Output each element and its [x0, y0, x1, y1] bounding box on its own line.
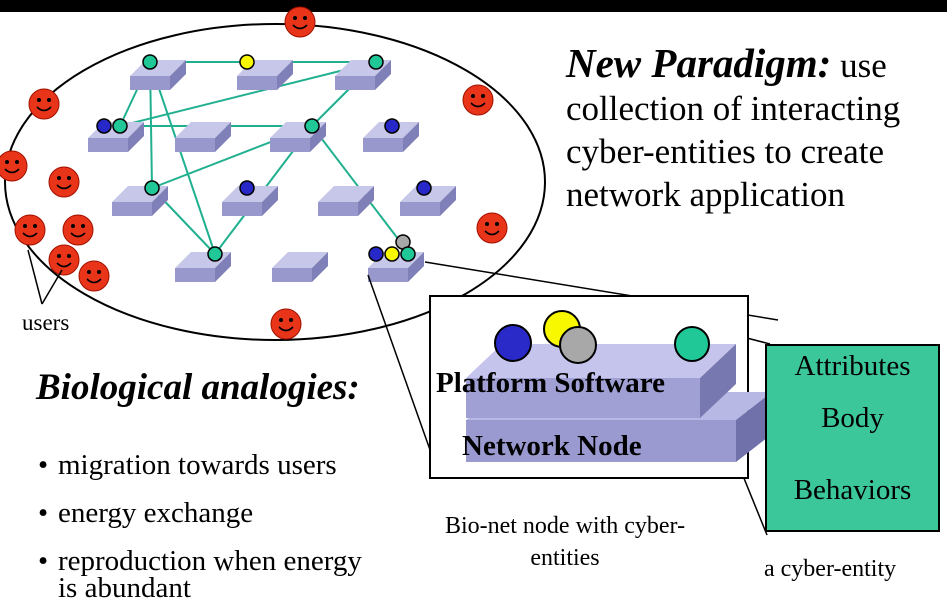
platform-software-label: Platform Software	[436, 367, 665, 399]
user-face	[476, 212, 508, 244]
node-detail-platforms	[466, 344, 772, 462]
cyber-entities	[96, 54, 432, 262]
cyber-entity-dot	[142, 54, 158, 70]
platform-block	[112, 186, 168, 216]
entity-links	[119, 61, 409, 255]
platform-block	[318, 186, 374, 216]
platform-block	[272, 252, 328, 282]
bullet-migration: • migration towards users	[38, 449, 478, 481]
user-face	[462, 84, 494, 116]
node-caption: Bio-net node with cyber-entities	[444, 513, 686, 571]
user-face	[28, 88, 60, 120]
entity-link	[149, 61, 216, 255]
bullet-dot: •	[38, 449, 49, 481]
bullet-dot: •	[38, 545, 49, 577]
bullet-text: reproduction when energy	[58, 545, 362, 577]
detail-entity-green	[674, 326, 710, 362]
cyber-entity-caption: a cyber-entity	[764, 556, 897, 582]
users-group	[0, 6, 508, 340]
cyber-entity-box: Attributes Body Behaviors	[765, 344, 940, 534]
user-face	[78, 260, 110, 292]
entity-body: Body	[765, 386, 940, 452]
bullet-text-continued: is abundant	[58, 572, 191, 604]
bio-net-diagram	[0, 6, 779, 536]
cyber-entity-dot	[144, 180, 160, 196]
network-node-label: Network Node	[462, 430, 642, 462]
paradigm-body: use collection of interacting cyber-enti…	[566, 46, 901, 214]
node-detail-entities	[494, 310, 710, 364]
cyber-entity-dot	[400, 246, 416, 262]
user-pointer-lines	[27, 249, 63, 305]
cyber-entity-dot	[416, 180, 432, 196]
cyber-entity-dot	[368, 54, 384, 70]
cyber-entity-dot	[239, 180, 255, 196]
paradigm-text: New Paradigm: use collection of interact…	[566, 42, 936, 216]
user-face	[62, 214, 94, 246]
user-face	[0, 150, 28, 182]
entity-attributes: Attributes	[765, 344, 940, 388]
cyber-entity-dot	[304, 118, 320, 134]
top-bar	[0, 0, 947, 12]
user-face	[48, 166, 80, 198]
paradigm-heading: New Paradigm:	[566, 40, 832, 86]
entity-behaviors: Behaviors	[765, 450, 940, 532]
user-face	[284, 6, 316, 38]
user-face	[48, 244, 80, 276]
cyber-entity-dot	[96, 118, 112, 134]
network-ellipse	[4, 23, 546, 341]
platform-block	[130, 60, 186, 90]
biological-title: Biological analogies:	[36, 367, 360, 408]
platform-block	[175, 252, 231, 282]
cyber-entity-dot	[384, 118, 400, 134]
platform-block	[175, 122, 231, 152]
cyber-entity-dot	[207, 246, 223, 262]
bullet-dot: •	[38, 497, 49, 529]
cyber-entity-dot	[368, 246, 384, 262]
cyber-entity-dot	[239, 54, 255, 70]
bullet-text: energy exchange	[58, 497, 254, 529]
user-face	[270, 308, 302, 340]
bullet-text: migration towards users	[58, 449, 337, 481]
entity-link	[119, 61, 377, 127]
user-face	[14, 214, 46, 246]
detail-entity-blue	[494, 324, 532, 362]
users-label: users	[22, 310, 70, 335]
detail-entity-gray	[559, 326, 597, 364]
cyber-entity-dot	[112, 118, 128, 134]
cyber-entity-dot	[384, 246, 400, 262]
bullet-energy: • energy exchange	[38, 497, 478, 529]
